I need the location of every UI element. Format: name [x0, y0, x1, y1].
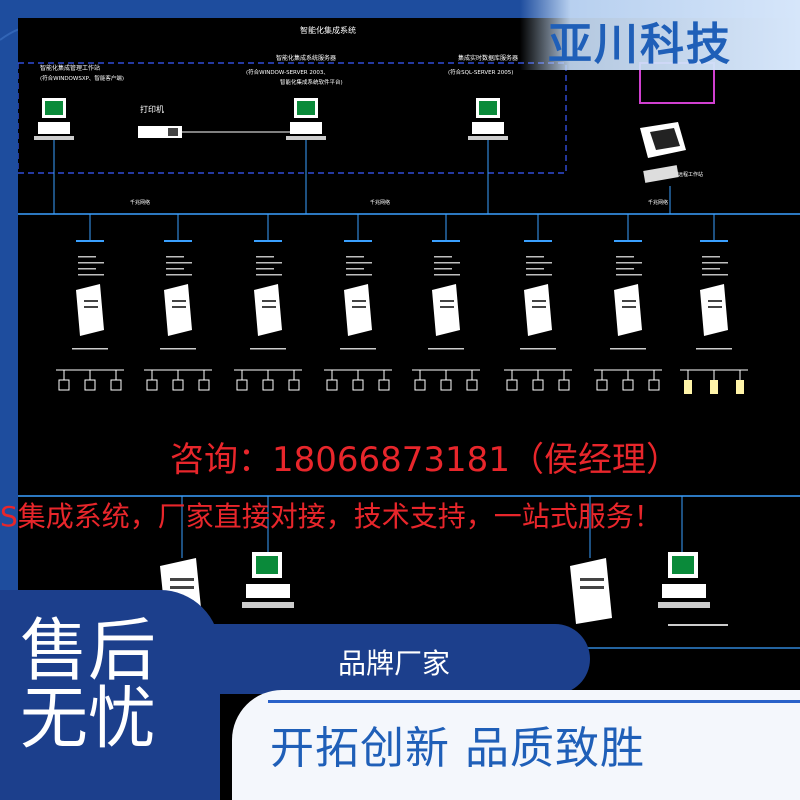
server-b-sub: (符合SQL-SERVER 2005)	[448, 68, 513, 76]
workstation-sub: (符合WINDOWSXP、智能客户端)	[40, 74, 124, 82]
server-tower-icon	[614, 284, 642, 336]
server-tower-icon	[700, 284, 728, 336]
lower-server-right-icon	[570, 558, 612, 624]
after-sales-text: 售后无忧	[20, 612, 157, 759]
network-label-center: 千兆网络	[370, 199, 390, 206]
server-tower-icon	[344, 284, 372, 336]
tagline-text: 开拓创新 品质致胜	[270, 723, 645, 774]
workstation-monitor-icon	[34, 98, 74, 140]
subsystem-column	[144, 214, 212, 391]
printer-label: 打印机	[140, 104, 164, 114]
network-label-left: 千兆网络	[130, 199, 150, 206]
lower-monitor-left-icon	[242, 552, 294, 608]
subsystem-column	[680, 214, 748, 394]
contact-phone-text: 咨询：18066873181（侯经理）	[170, 440, 680, 480]
brand-pill-text: 品牌厂家	[338, 647, 451, 680]
subsystem-column	[56, 214, 124, 391]
brand-banner	[520, 0, 800, 70]
subsystem-column	[324, 214, 392, 391]
server-b-monitor-icon	[468, 98, 508, 140]
server-tower-icon	[164, 284, 192, 336]
workstation-label: 智能化集成管理工作站	[40, 64, 100, 72]
subsystem-column	[412, 214, 480, 391]
brand-pill	[212, 624, 590, 694]
server-tower-icon	[254, 284, 282, 336]
network-diagram-svg: 智能化集成系统 智能化集成管理工作站 (符合WINDOWSXP、智能客户端) 打…	[18, 25, 800, 649]
after-sales-panel	[0, 590, 220, 800]
service-slogan-text: S集成系统，厂家直接对接，技术支持，一站式服务！	[0, 500, 662, 533]
server-tower-icon	[524, 284, 552, 336]
subsystem-column	[594, 214, 662, 391]
dashed-enclosure	[18, 62, 567, 174]
server-a-monitor-icon	[286, 98, 326, 140]
server-a-sub2: 智能化集成系统软件平台)	[280, 78, 343, 86]
lower-monitor-right-icon	[658, 552, 710, 608]
network-label-right: 千兆网络	[648, 199, 668, 206]
server-tower-icon	[432, 284, 460, 336]
tagline-divider	[268, 700, 800, 703]
brand-name: 亚川科技	[548, 19, 732, 70]
subsystem-columns	[56, 214, 748, 394]
subsystem-column	[234, 214, 302, 391]
subsystem-column	[504, 214, 572, 391]
printer-icon	[138, 126, 182, 138]
server-b-label: 集成实时数据库服务器	[458, 54, 518, 62]
diagram-title: 智能化集成系统	[300, 25, 356, 35]
tagline-bar	[232, 690, 800, 800]
remote-label: 远程工作站	[678, 171, 703, 178]
server-tower-icon	[76, 284, 104, 336]
server-a-label: 智能化集成系统服务器	[276, 54, 336, 62]
remote-workstation-icon	[640, 122, 686, 183]
server-a-sub: (符合WINDOW-SERVER 2003、	[246, 68, 329, 76]
